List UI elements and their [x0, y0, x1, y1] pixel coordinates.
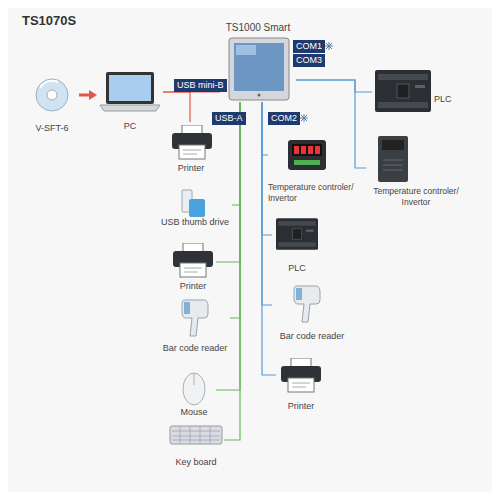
- keyboard-icon: [170, 426, 222, 444]
- device-node: PC: [97, 68, 163, 132]
- cable-connector: [296, 80, 372, 92]
- device-label: Printer: [164, 281, 222, 292]
- device-node: Bar code reader: [272, 282, 352, 342]
- laptop-icon: [100, 72, 160, 111]
- diagram-title: TS1070S: [22, 13, 76, 28]
- port-tag: COM1: [293, 40, 325, 53]
- port-tag: COM2: [268, 112, 300, 125]
- device-label: PC: [91, 121, 169, 132]
- touch-panel-icon: [229, 38, 289, 100]
- port-tag: COM3: [293, 54, 325, 67]
- temperature-controller-icon: [288, 140, 326, 170]
- cable-connector: [262, 102, 272, 305]
- cable-connector: [163, 92, 190, 122]
- device-label: PLC: [434, 94, 452, 105]
- device-label: PLC: [266, 263, 328, 274]
- device-node: Temperature controler/ Invertor: [366, 136, 466, 208]
- plc-icon: [276, 218, 318, 250]
- plc-icon: [375, 70, 431, 112]
- device-node: Printer: [170, 240, 216, 292]
- device-label: TS1000 Smart: [210, 22, 306, 33]
- barcode-reader-icon: [182, 300, 208, 336]
- device-node: Printer: [276, 356, 326, 412]
- device-node: Mouse: [172, 370, 216, 418]
- arrow-head: [89, 90, 97, 100]
- device-label: Key board: [162, 457, 230, 468]
- cd-disc-icon: [36, 79, 68, 111]
- printer-icon: [173, 243, 213, 277]
- device-label: Bar code reader: [266, 331, 358, 342]
- cable-connector: [262, 102, 268, 155]
- device-node: Temperature controler/ Invertor: [268, 138, 366, 204]
- device-label: Temperature controler/ Invertor: [268, 182, 366, 204]
- cable-connector: [296, 80, 366, 168]
- device-label: Printer: [270, 401, 332, 412]
- cable-connector: [224, 102, 240, 440]
- port-tag: USB-A: [212, 112, 246, 125]
- cable-connector: [216, 102, 240, 262]
- cable-connector: [262, 102, 276, 375]
- device-node: Printer: [168, 122, 214, 174]
- device-label: Bar code reader: [154, 343, 236, 354]
- device-node: PLC: [372, 68, 458, 114]
- thumb-drive-icon: [182, 190, 205, 217]
- device-label: Mouse: [166, 407, 222, 418]
- device-node: Key board: [168, 424, 224, 468]
- option-mark: [325, 42, 333, 50]
- device-node: USB thumb drive: [158, 186, 232, 228]
- option-mark: [300, 114, 308, 122]
- printer-icon: [172, 125, 212, 159]
- device-node: V-SFT-6: [25, 72, 79, 134]
- cable-connector: [230, 102, 240, 318]
- device-label: Printer: [162, 163, 220, 174]
- device-node: PLC: [272, 214, 322, 274]
- device-label: V-SFT-6: [19, 123, 85, 134]
- device-label: USB thumb drive: [152, 217, 238, 228]
- inverter-icon: [378, 136, 408, 182]
- device-node: Bar code reader: [160, 296, 230, 354]
- device-label: Temperature controler/ Invertor: [360, 186, 472, 208]
- mouse-icon: [183, 373, 205, 405]
- port-tag: USB mini-B: [174, 79, 227, 92]
- barcode-reader-icon: [294, 286, 320, 322]
- device-node: TS1000 Smart: [220, 22, 296, 102]
- printer-icon: [281, 358, 321, 392]
